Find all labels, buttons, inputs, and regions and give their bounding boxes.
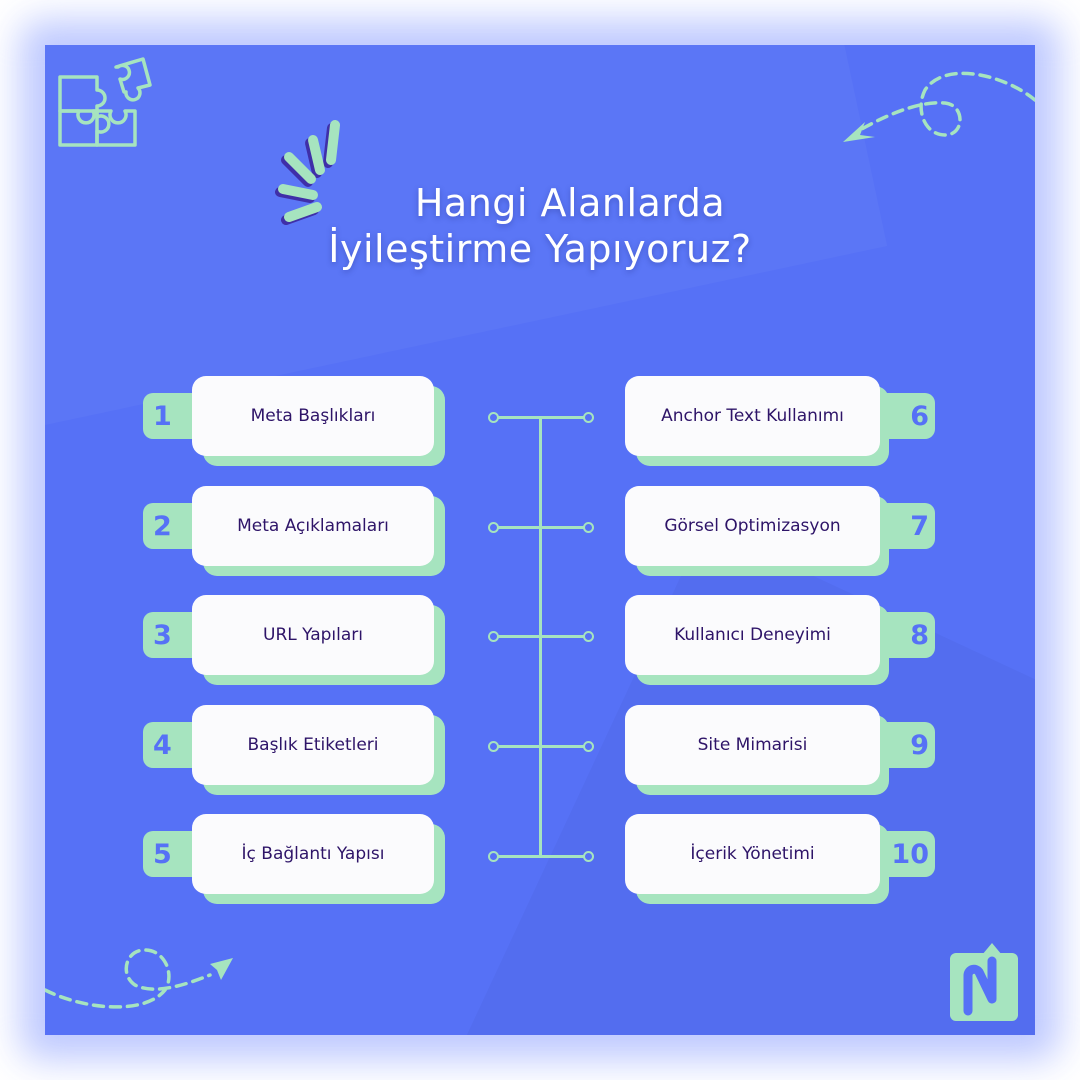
- item-card: Site Mimarisi: [625, 705, 880, 785]
- connector-dot: [583, 741, 594, 752]
- list-item-7: 7 Görsel Optimizasyon: [625, 486, 945, 576]
- connector-dot: [583, 851, 594, 862]
- list-item-4: 4 Başlık Etiketleri: [143, 705, 463, 795]
- connector-branch: [495, 855, 587, 858]
- connector-branch: [495, 745, 587, 748]
- item-card: Meta Açıklamaları: [192, 486, 434, 566]
- connector-branch: [495, 416, 587, 419]
- list-item-5: 5 İç Bağlantı Yapısı: [143, 814, 463, 904]
- connector-dot: [583, 412, 594, 423]
- item-card: Anchor Text Kullanımı: [625, 376, 880, 456]
- item-card: Başlık Etiketleri: [192, 705, 434, 785]
- list-item-1: 1 Meta Başlıkları: [143, 376, 463, 466]
- infographic-canvas: Hangi Alanlarda İyileştirme Yapıyoruz? 1…: [45, 45, 1035, 1035]
- connector-branch: [495, 526, 587, 529]
- item-card: Kullanıcı Deneyimi: [625, 595, 880, 675]
- connector-branch: [495, 635, 587, 638]
- item-card: Meta Başlıkları: [192, 376, 434, 456]
- puzzle-icon: [58, 57, 152, 147]
- list-item-3: 3 URL Yapıları: [143, 595, 463, 685]
- connector-dot: [583, 522, 594, 533]
- connector-dot: [488, 631, 499, 642]
- title-line-1: Hangi Alanlarda: [414, 181, 726, 225]
- list-item-2: 2 Meta Açıklamaları: [143, 486, 463, 576]
- connector-dot: [488, 412, 499, 423]
- page-title: Hangi Alanlarda İyileştirme Yapıyoruz?: [45, 180, 1035, 272]
- list-item-10: 10 İçerik Yönetimi: [625, 814, 945, 904]
- list-item-6: 6 Anchor Text Kullanımı: [625, 376, 945, 466]
- item-card: Görsel Optimizasyon: [625, 486, 880, 566]
- list-item-9: 9 Site Mimarisi: [625, 705, 945, 795]
- dashed-arrow-icon: [45, 948, 233, 1009]
- connector-dot: [583, 631, 594, 642]
- connector-dot: [488, 741, 499, 752]
- list-item-8: 8 Kullanıcı Deneyimi: [625, 595, 945, 685]
- title-line-2: İyileştirme Yapıyoruz?: [328, 227, 752, 271]
- dashed-arrow-icon: [843, 71, 1035, 142]
- item-card: İç Bağlantı Yapısı: [192, 814, 434, 894]
- item-card: İçerik Yönetimi: [625, 814, 880, 894]
- sparkle-icon: [275, 120, 340, 225]
- item-card: URL Yapıları: [192, 595, 434, 675]
- connector-dot: [488, 851, 499, 862]
- brand-logo-icon: [950, 943, 1018, 1021]
- connector-dot: [488, 522, 499, 533]
